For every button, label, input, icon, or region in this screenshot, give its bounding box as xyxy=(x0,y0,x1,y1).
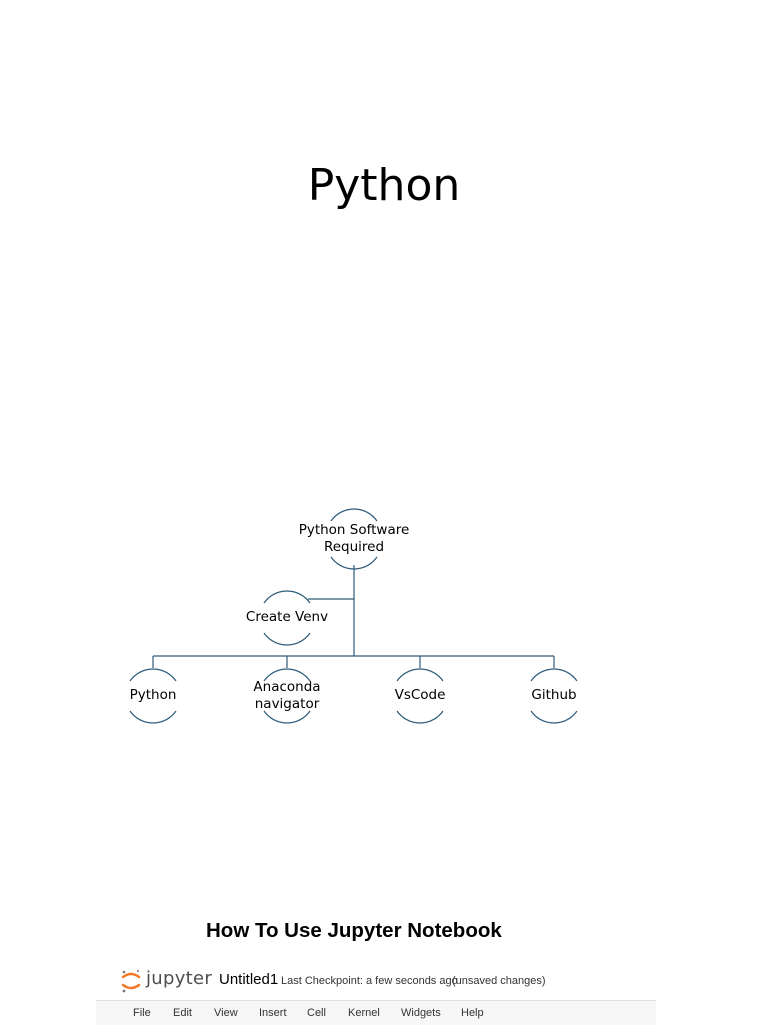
root-node-label-line1: Python Software xyxy=(299,522,410,538)
root-node: Python Software Required xyxy=(299,508,410,570)
page-title: Python xyxy=(307,160,461,211)
root-node-label-line2: Required xyxy=(324,539,384,555)
menu-widgets[interactable]: Widgets xyxy=(401,1007,441,1019)
child-node-github: Github xyxy=(530,668,578,724)
child-node-label: Github xyxy=(531,687,576,703)
child-node-label-line1: Anaconda xyxy=(253,679,320,695)
unsaved-status: (unsaved changes) xyxy=(452,975,546,987)
menu-edit[interactable]: Edit xyxy=(173,1007,192,1019)
child-node-label: VsCode xyxy=(395,687,446,703)
jupyter-menubar: File Edit View Insert Cell Kernel Widget… xyxy=(96,1000,656,1025)
menu-cell[interactable]: Cell xyxy=(307,1007,326,1019)
assistant-node-label: Create Venv xyxy=(246,609,328,625)
menu-kernel[interactable]: Kernel xyxy=(348,1007,380,1019)
assistant-node: Create Venv xyxy=(246,590,328,646)
notebook-name[interactable]: Untitled1 xyxy=(219,971,279,988)
menu-insert[interactable]: Insert xyxy=(259,1007,287,1019)
connector-lines xyxy=(152,565,555,668)
jupyter-header-screenshot: jupyter Untitled1 Last Checkpoint: a few… xyxy=(96,960,656,1025)
child-node-label-line2: navigator xyxy=(255,696,320,712)
section-heading: How To Use Jupyter Notebook xyxy=(206,919,502,942)
checkpoint-status: Last Checkpoint: a few seconds ago xyxy=(281,975,458,987)
menu-view[interactable]: View xyxy=(214,1007,238,1019)
child-node-anaconda: Anaconda navigator xyxy=(253,668,321,724)
jupyter-wordmark: jupyter xyxy=(146,968,213,989)
child-node-python: Python xyxy=(129,668,177,724)
menu-help[interactable]: Help xyxy=(461,1007,484,1019)
child-node-label: Python xyxy=(130,687,177,703)
menu-file[interactable]: File xyxy=(133,1007,151,1019)
child-node-vscode: VsCode xyxy=(395,668,446,724)
jupyter-logo-icon xyxy=(121,970,141,993)
